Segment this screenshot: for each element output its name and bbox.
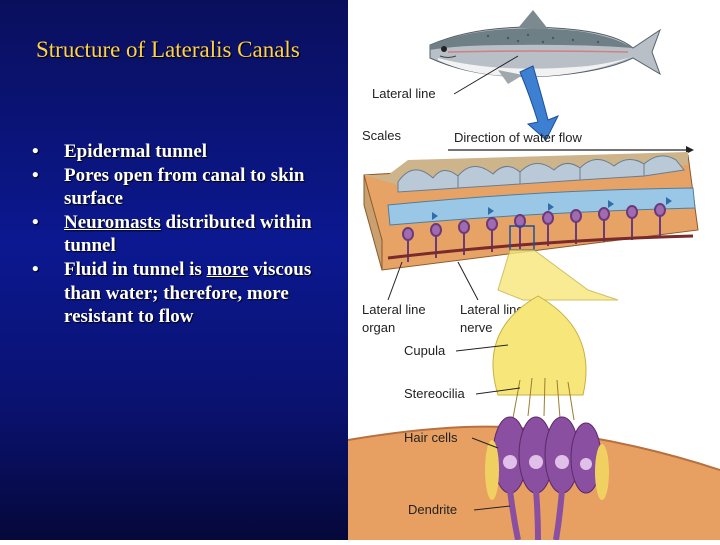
salmon-illustration bbox=[429, 10, 661, 84]
bullet-item: •Fluid in tunnel is more viscous than wa… bbox=[32, 258, 312, 328]
cupula bbox=[492, 295, 587, 396]
label-lateral-line-organ-1: Lateral line bbox=[362, 302, 426, 317]
bullet-text: Epidermal tunnel bbox=[64, 141, 208, 162]
zoom-arrow bbox=[519, 65, 560, 141]
bullet-list: •Epidermal tunnel •Pores open from canal… bbox=[30, 140, 340, 329]
figure-svg: Lateral line Scales Direction of water f… bbox=[347, 10, 720, 541]
bullet-text: Pores open from canal to skin surface bbox=[64, 164, 305, 210]
bullet-item: •Epidermal tunnel bbox=[32, 141, 208, 162]
bullet-underlined-text: more bbox=[206, 258, 249, 280]
label-direction-of-water-flow: Direction of water flow bbox=[454, 130, 582, 145]
label-lateral-line-organ-2: organ bbox=[362, 320, 395, 335]
bullet-item: •Neuromasts distributed within tunnel bbox=[32, 211, 312, 257]
label-lateral-line: Lateral line bbox=[372, 86, 436, 101]
label-cupula: Cupula bbox=[404, 343, 446, 358]
bullet-text: Fluid in tunnel is bbox=[64, 258, 207, 280]
zoom-cone bbox=[497, 249, 619, 301]
label-stereocilia: Stereocilia bbox=[404, 386, 465, 401]
label-lateral-line-nerve-2: nerve bbox=[460, 320, 493, 335]
label-lateral-line-nerve-1: Lateral line bbox=[460, 302, 524, 317]
slide-title: Structure of Lateralis Canals bbox=[36, 37, 300, 62]
neuromast-enlarged bbox=[347, 295, 720, 541]
lateral-line-figure: Lateral line Scales Direction of water f… bbox=[347, 0, 720, 541]
bullet-item: •Pores open from canal to skin surface bbox=[32, 164, 305, 210]
label-hair-cells: Hair cells bbox=[404, 430, 458, 445]
label-scales: Scales bbox=[362, 128, 402, 143]
bullet-text: distributed within tunnel bbox=[64, 211, 312, 257]
bullet-underlined-text: Neuromasts bbox=[64, 211, 161, 233]
bullet-text: viscous than water; therefore, more resi… bbox=[64, 258, 312, 328]
skin-cross-section bbox=[363, 152, 699, 271]
slide-text-panel: Structure of Lateralis Canals •Epidermal… bbox=[0, 0, 348, 540]
label-dendrite: Dendrite bbox=[408, 502, 457, 517]
